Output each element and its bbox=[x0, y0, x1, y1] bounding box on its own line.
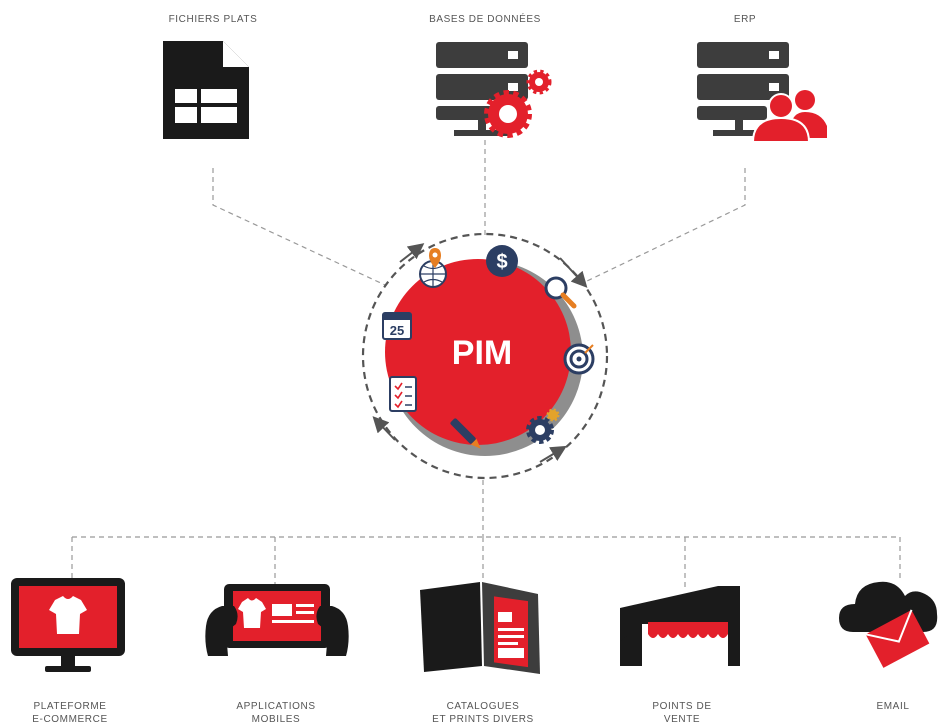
pim-label: PIM bbox=[452, 334, 512, 372]
ring-arrow-top-left bbox=[399, 243, 425, 263]
output-label-ecommerce: PLATEFORME E-COMMERCE bbox=[8, 700, 132, 726]
database-server-gears-icon bbox=[436, 42, 552, 138]
open-catalog-icon bbox=[420, 582, 540, 674]
source-label-flat-files: FICHIERS PLATS bbox=[168, 14, 258, 25]
output-label-ecommerce-line1: PLATEFORME bbox=[33, 701, 107, 712]
source-label-databases: BASES DE DONNÉES bbox=[429, 14, 541, 25]
gears-icon bbox=[526, 408, 560, 444]
dollar-coin-icon: $ bbox=[486, 245, 518, 277]
svg-text:$: $ bbox=[496, 251, 507, 273]
output-label-mobile: APPLICATIONS MOBILES bbox=[212, 700, 340, 726]
cloud-email-icon bbox=[839, 581, 938, 668]
source-label-erp: ERP bbox=[733, 14, 757, 25]
output-label-email-line1: EMAIL bbox=[876, 701, 910, 712]
output-label-ecommerce-line2: E-COMMERCE bbox=[32, 714, 108, 725]
calendar-day: 25 bbox=[390, 323, 404, 338]
calendar-icon: 25 bbox=[382, 312, 412, 340]
pim-hub: PIM bbox=[361, 232, 609, 480]
connector-flat-files bbox=[212, 168, 386, 286]
output-label-pos-line1: POINTS DE bbox=[652, 701, 712, 712]
output-label-pos-line2: VENTE bbox=[663, 714, 701, 725]
checklist-icon bbox=[389, 376, 417, 412]
output-label-email: EMAIL bbox=[850, 700, 936, 713]
output-label-catalogues-line1: CATALOGUES bbox=[446, 701, 520, 712]
output-label-mobile-line2: MOBILES bbox=[251, 714, 301, 725]
magnifier-icon bbox=[544, 276, 577, 309]
connector-erp bbox=[584, 168, 746, 283]
ring-arrow-top-right bbox=[559, 257, 588, 288]
ring-arrow-bottom-right bbox=[539, 445, 567, 463]
monitor-tshirt-icon bbox=[11, 578, 125, 672]
storefront-icon bbox=[620, 586, 740, 666]
flat-file-icon bbox=[163, 41, 249, 139]
erp-server-users-icon bbox=[697, 42, 827, 143]
output-label-mobile-line1: APPLICATIONS bbox=[236, 701, 316, 712]
output-label-pos: POINTS DE VENTE bbox=[620, 700, 744, 726]
pim-core bbox=[385, 259, 571, 445]
output-label-catalogues-line2: ET PRINTS DIVERS bbox=[432, 714, 534, 725]
output-label-catalogues: CATALOGUES ET PRINTS DIVERS bbox=[403, 700, 563, 726]
rotation-ring bbox=[361, 232, 609, 480]
globe-location-icon bbox=[419, 248, 447, 288]
connectors bbox=[71, 140, 901, 588]
ring-arrow-bottom-left bbox=[372, 416, 396, 441]
tablet-hands-icon bbox=[205, 584, 349, 656]
target-icon bbox=[563, 343, 595, 375]
pen-icon bbox=[450, 418, 481, 449]
